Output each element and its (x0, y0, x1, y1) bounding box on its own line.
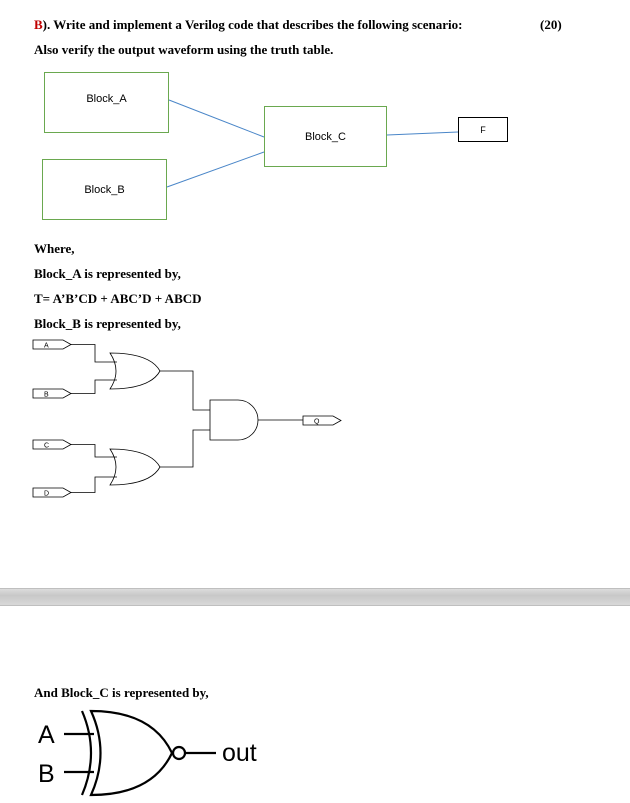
boolean-equation: T= A’B’CD + ABC’D + ABCD (34, 291, 202, 306)
block-b-circuit: A B C D Q (32, 339, 342, 498)
or-gate-1 (109, 352, 161, 390)
xnor-gate-symbol: A B out (38, 709, 257, 797)
xnor-input-b-label: B (38, 760, 55, 788)
input-pin-c (32, 439, 72, 450)
block-c-box: Block_C (264, 106, 387, 167)
pin-label-c: C (44, 443, 49, 450)
block-b-box: Block_B (42, 159, 167, 220)
xnor-gate-body (89, 709, 174, 797)
pin-label-b: B (44, 392, 49, 399)
block-b-representation: Block_B is represented by, (34, 316, 181, 331)
where-text: Where, (34, 241, 75, 256)
input-pin-b (32, 388, 72, 399)
question-heading-text: ). Write and implement a Verilog code th… (42, 17, 463, 32)
wire-a-to-c (168, 99, 265, 138)
inversion-bubble (171, 745, 187, 761)
question-prefix: B (34, 17, 43, 32)
wire-c-to-f (386, 131, 459, 136)
output-f-box: F (458, 117, 508, 142)
block-a-box: Block_A (44, 72, 169, 133)
xnor-input-a-label: A (38, 721, 55, 749)
input-pin-d (32, 487, 72, 498)
block-a-label: Block_A (86, 92, 127, 105)
question-heading: B). Write and implement a Verilog code t… (34, 17, 463, 33)
input-pin-a (32, 339, 72, 350)
pin-label-q: Q (314, 419, 320, 426)
block-a-representation: Block_A is represented by, (34, 266, 181, 281)
page-separator (0, 588, 630, 606)
block-c-label: Block_C (305, 130, 346, 143)
xnor-output-label: out (222, 739, 257, 767)
block-diagram-wires (166, 99, 459, 188)
wire-b-to-c (166, 151, 265, 188)
document-page-1: B). Write and implement a Verilog code t… (32, 17, 562, 498)
block-c-representation: And Block_C is represented by, (34, 685, 209, 700)
question-subheading: Also verify the output waveform using th… (34, 42, 334, 57)
and-gate (209, 399, 259, 441)
document-page-2: And Block_C is represented by, A B out (0, 606, 630, 803)
pin-label-d: D (44, 491, 49, 498)
or-gate-2 (109, 448, 161, 486)
output-pin-q (302, 415, 342, 426)
pin-label-a: A (44, 343, 49, 350)
question-marks: (20) (540, 17, 562, 32)
output-f-label: F (480, 124, 486, 135)
block-b-label: Block_B (84, 183, 125, 196)
